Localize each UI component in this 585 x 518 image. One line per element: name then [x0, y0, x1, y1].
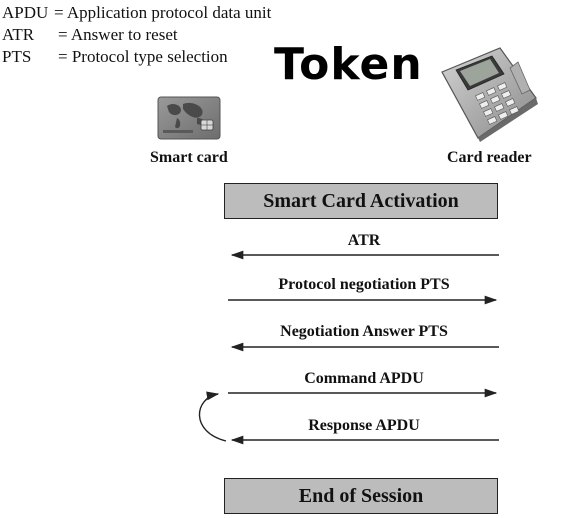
card-reader-label: Card reader	[447, 149, 532, 166]
smart-card-label: Smart card	[150, 149, 228, 166]
legend-abbr: ATR	[2, 25, 35, 44]
loop-arrow	[198, 391, 227, 442]
legend-definition: = Protocol type selection	[58, 47, 228, 66]
diagram-title: Token	[274, 39, 423, 90]
message-label-command-apdu: Command APDU	[304, 370, 424, 387]
legend-definition: = Answer to reset	[58, 25, 178, 44]
message-label-atr: ATR	[347, 232, 381, 249]
end-session-phase-label: End of Session	[298, 484, 424, 507]
message-label-response-apdu: Response APDU	[308, 417, 420, 434]
legend-definition: = Application protocol data unit	[54, 3, 272, 22]
message-label-negotiation-answer: Negotiation Answer PTS	[280, 323, 448, 340]
end-session-phase-box: End of Session	[224, 478, 498, 514]
card-reader-icon	[441, 47, 538, 142]
activation-phase-box: Smart Card Activation	[224, 183, 498, 219]
legend-abbr: APDU	[2, 3, 49, 22]
smart-card-icon	[157, 96, 221, 140]
activation-phase-label: Smart Card Activation	[263, 189, 459, 212]
legend-abbr: PTS	[2, 47, 32, 66]
message-label-protocol-negotiation: Protocol negotiation PTS	[278, 276, 450, 293]
